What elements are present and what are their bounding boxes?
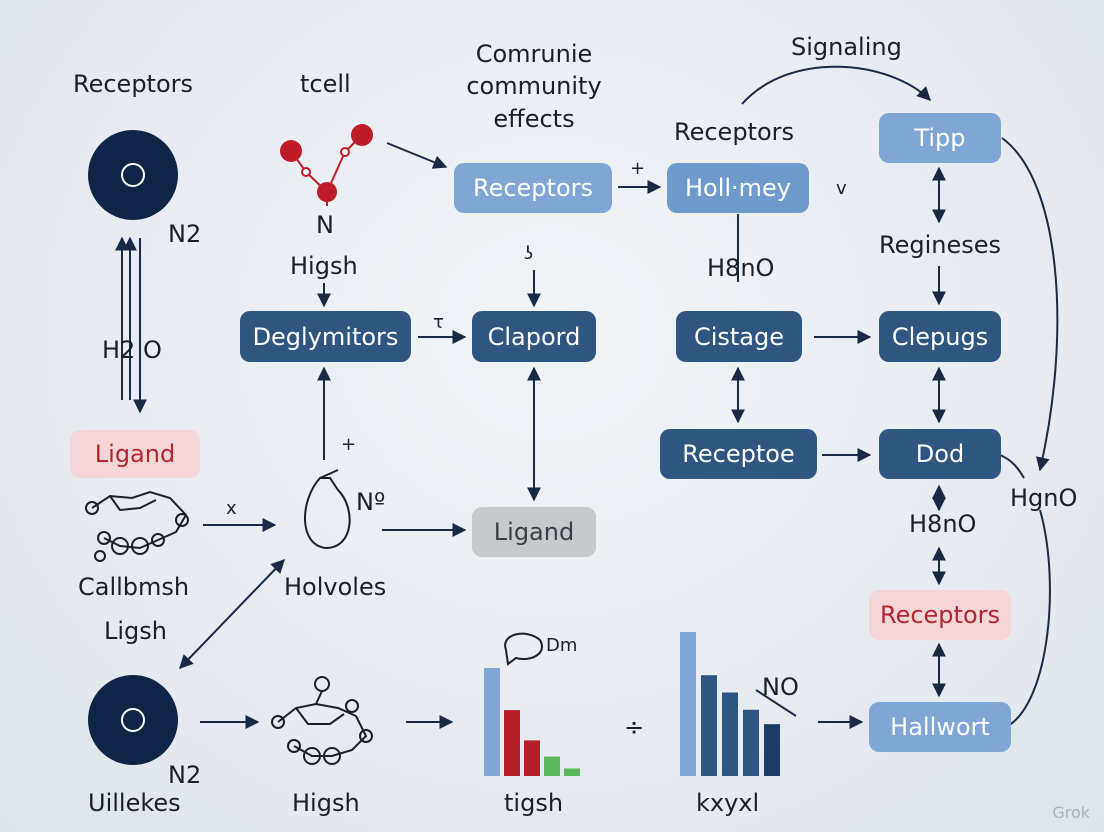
tcell-molecule-icon: [280, 124, 373, 206]
box-receptors-pink: Receptors: [869, 590, 1011, 640]
label-holvoles: Holvoles: [284, 573, 387, 601]
arrow-signaling-curve: [741, 65, 931, 105]
label-higsh-top: Higsh: [290, 252, 358, 280]
label-receptors-mid: Receptors: [674, 118, 795, 146]
label-tcell: tcell: [300, 70, 351, 98]
label-glyph-small: ʖ: [524, 243, 534, 264]
label-regineses: Regineses: [879, 231, 1002, 259]
speech-bubble-icon: [504, 632, 543, 666]
arrow-diagonal: [179, 558, 285, 670]
label-h8no-right: H8nO: [909, 510, 977, 538]
bar-2-3: [722, 692, 738, 776]
label-tau-mark: τ: [433, 312, 444, 333]
watermark: Grok: [1052, 803, 1090, 822]
label-n2-bottom: N2: [168, 761, 202, 789]
drop-icon: [304, 469, 351, 550]
label-signaling: Signaling: [791, 33, 902, 61]
box-hollmey: Holl·mey: [667, 163, 809, 213]
box-cistage: Cistage: [676, 311, 802, 362]
box-receptors: Receptors: [454, 163, 612, 213]
bars-slash: [755, 689, 797, 717]
label-no-bars: NO: [762, 673, 799, 701]
arrow-tipp-curve: [1001, 137, 1059, 472]
box-hallwort: Hallwort: [869, 702, 1011, 752]
label-no-mark: Nº: [356, 488, 386, 516]
label-kxyxl: kxyxl: [696, 789, 760, 817]
label-tigsh: tigsh: [504, 789, 564, 817]
box-ligand-pink: Ligand: [70, 430, 200, 478]
box-dod: Dod: [879, 429, 1001, 479]
box-receptoe: Receptoe: [660, 429, 817, 479]
label-receptors-top-left: Receptors: [73, 70, 194, 98]
label-uillekes: Uillekes: [88, 789, 181, 817]
box-deglymitors: Deglymitors: [240, 311, 411, 362]
label-n-molecule: N: [316, 211, 334, 239]
label-div-mark: ÷: [624, 713, 645, 741]
label-x-mark: x: [226, 498, 237, 519]
box-tipp: Tipp: [879, 113, 1001, 163]
bar-2-1: [680, 632, 696, 776]
bar-2-4: [743, 709, 759, 776]
bar-chart-2: [680, 632, 780, 776]
label-dm: Dm: [546, 635, 578, 656]
bar-1-2: [504, 710, 520, 776]
label-v-mark: v: [836, 178, 847, 199]
label-callbmsh: Callbmsh: [78, 573, 190, 601]
bar-1-4: [544, 756, 560, 776]
bar-2-5: [764, 724, 780, 776]
bar-chart-1: [484, 668, 580, 776]
label-hgno-far: HgnO: [1010, 484, 1078, 512]
line-hallwort-curve: [1007, 509, 1051, 727]
receptor-circle-top: [88, 130, 178, 220]
bar-1-1: [484, 668, 500, 776]
bar-1-5: [564, 768, 580, 776]
box-ligand-gray: Ligand: [472, 507, 596, 557]
label-plus-mid: +: [341, 434, 357, 455]
receptor-circle-bottom: [88, 675, 178, 765]
box-clapord: Clapord: [472, 311, 596, 362]
label-plus-receptors: +: [630, 158, 646, 179]
arrow-tcell-receptors: [386, 142, 448, 169]
bar-1-3: [524, 740, 540, 776]
chain-molecule-bottom-icon: [271, 676, 373, 765]
label-h8no-mid: H8nO: [707, 254, 775, 282]
label-ligsh: Ligsh: [104, 617, 167, 645]
chain-molecule-icon: [85, 490, 189, 562]
label-n2-top: N2: [168, 220, 202, 248]
label-community-effects: Comrunie community effects: [466, 40, 602, 133]
label-h2o-left: H2 O: [102, 336, 162, 364]
line-dod-hgno: [999, 454, 1025, 479]
box-clepugs: Clepugs: [879, 311, 1001, 362]
bar-2-2: [701, 675, 717, 776]
label-higsh-bottom: Higsh: [292, 789, 360, 817]
